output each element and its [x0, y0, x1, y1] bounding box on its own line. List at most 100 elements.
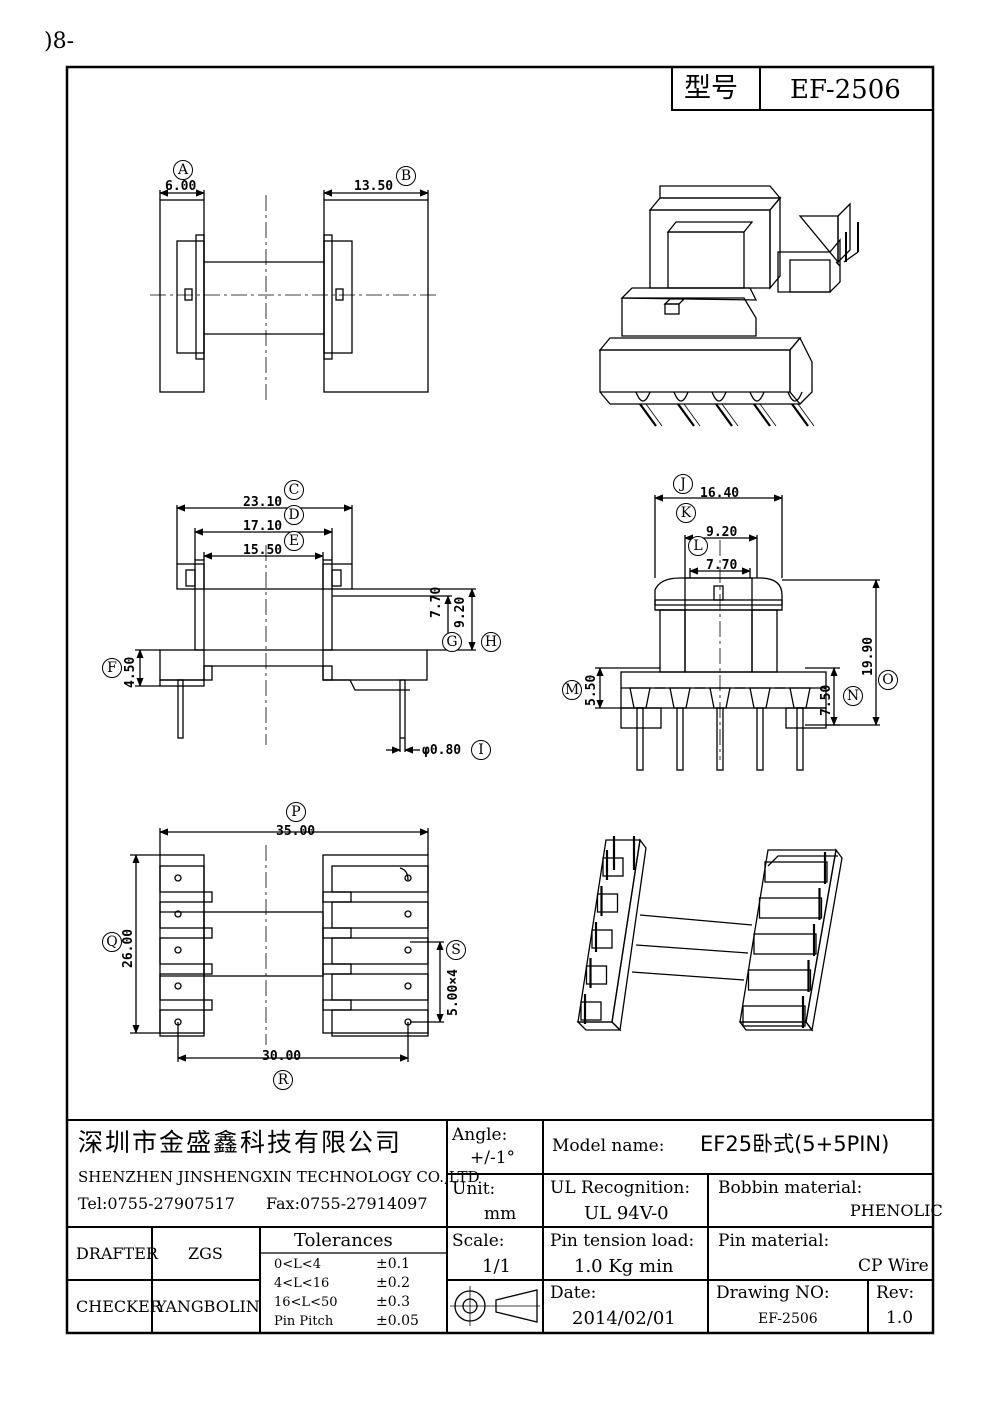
- tolerance-range-1: 4<L<16: [274, 1276, 330, 1291]
- iso2-left-rib-1: [596, 893, 619, 913]
- dim-s: 5.00×4: [446, 969, 461, 1016]
- iso-pin-3: [753, 403, 771, 427]
- view-front-right: [595, 494, 880, 771]
- dim-p: 35.00: [276, 824, 316, 839]
- plan-left-gap-1: [203, 927, 213, 939]
- plan-left-rib-1: [159, 901, 205, 929]
- plan-left-rib-4: [159, 1009, 205, 1037]
- model-label: Model name:: [552, 1136, 665, 1156]
- pin-tension-value: 1.0 Kg min: [574, 1256, 674, 1277]
- iso2-left-rib-4: [580, 1001, 602, 1021]
- iso-pin-bump-1: [673, 391, 689, 402]
- tolerances-title: Tolerances: [294, 1230, 393, 1251]
- title-block-grid: [67, 1119, 933, 1333]
- rev-label: Rev:: [876, 1283, 915, 1303]
- dim-k: 9.20: [706, 525, 738, 540]
- drafter-label: DRAFTER: [76, 1244, 158, 1263]
- model-value: EF25卧式(5+5PIN): [700, 1132, 890, 1156]
- header-type-value: EF-2506: [790, 75, 901, 105]
- dim-b: 13.50: [354, 179, 394, 194]
- plan-right-rib-0: [331, 865, 429, 893]
- front-slot-3: [749, 687, 771, 709]
- dim-f: 4.50: [123, 656, 138, 688]
- front-pin-4: [796, 707, 804, 771]
- checker-label: CHECKER: [76, 1297, 162, 1316]
- tolerance-value-3: ±0.05: [376, 1313, 419, 1329]
- dim-c: 23.10: [243, 495, 283, 510]
- bobbin-value: PHENOLIC: [850, 1201, 943, 1220]
- iso2-right-rib-3: [747, 969, 812, 991]
- plan-right-gap-2: [322, 963, 352, 975]
- dim-r: 30.00: [262, 1049, 302, 1064]
- plan-right-hole-1: [404, 910, 412, 918]
- iso-pin-bump-3: [749, 391, 765, 402]
- plan-right-gap-1: [322, 927, 352, 939]
- checker-value: YANGBOLIN: [156, 1297, 260, 1316]
- iso2-right-rib-1: [758, 897, 823, 919]
- callout-p: P: [286, 802, 306, 822]
- callout-c: C: [284, 480, 304, 500]
- plan-left-rib-3: [159, 973, 205, 1001]
- callout-o: O: [878, 670, 898, 690]
- plan-left-hole-0: [174, 874, 182, 882]
- plan-left-rib-0: [159, 865, 205, 893]
- iso-pin-0: [639, 403, 657, 427]
- front-slot-2: [709, 687, 731, 709]
- plan-left-gap-3: [203, 999, 213, 1011]
- tolerance-value-1: ±0.2: [376, 1275, 410, 1291]
- view-side-left: [135, 504, 476, 754]
- drafter-value: ZGS: [188, 1244, 223, 1263]
- callout-f: F: [102, 658, 122, 678]
- iso-pin-edge-2: [721, 403, 739, 427]
- dim-m: 5.50: [584, 674, 599, 706]
- dim-i: φ0.80: [422, 743, 462, 758]
- company-name-cn: 深圳市金盛鑫科技有限公司: [78, 1128, 403, 1157]
- plan-right-hole-3: [404, 982, 412, 990]
- callout-k: K: [676, 503, 696, 523]
- callout-e: E: [284, 531, 304, 551]
- callout-a: A: [173, 160, 193, 180]
- pin-material-label: Pin material:: [718, 1231, 830, 1251]
- plan-left-hole-3: [174, 982, 182, 990]
- iso-pin-edge-3: [759, 403, 777, 427]
- company-fax: Fax:0755-27914097: [266, 1194, 428, 1213]
- unit-label: Unit:: [452, 1179, 496, 1199]
- date-label: Date:: [550, 1283, 597, 1303]
- plan-right-rib-1: [331, 901, 429, 929]
- callout-m: M: [562, 680, 582, 700]
- scale-value: 1/1: [482, 1256, 511, 1277]
- company-name-en: SHENZHEN JINSHENGXIN TECHNOLOGY CO.,LTD: [78, 1168, 480, 1186]
- plan-right-gap-0: [322, 891, 352, 903]
- dim-q: 26.00: [121, 928, 136, 968]
- drawing-no-label: Drawing NO:: [716, 1283, 830, 1303]
- dim-h: 9.20: [453, 596, 468, 628]
- iso2-right-rib-2: [753, 933, 817, 955]
- front-pin-0: [636, 707, 644, 771]
- iso-pin-edge-4: [797, 403, 815, 427]
- tolerance-range-2: 16<L<50: [274, 1295, 338, 1310]
- plan-right-rib-3: [331, 973, 429, 1001]
- unit-value: mm: [484, 1204, 517, 1224]
- iso2-left-rib-2: [591, 929, 613, 949]
- date-value: 2014/02/01: [572, 1308, 676, 1329]
- iso-pin-bump-2: [711, 391, 727, 402]
- bobbin-label: Bobbin material:: [718, 1178, 863, 1198]
- ul-label: UL Recognition:: [550, 1178, 691, 1198]
- view-isometric-bottom: [576, 836, 843, 1032]
- plan-left-hole-1: [174, 910, 182, 918]
- company-tel: Tel:0755-27907517: [78, 1194, 235, 1213]
- front-slot-4: [789, 687, 811, 709]
- iso2-right-rib-4: [742, 1005, 806, 1027]
- angle-label: Angle:: [452, 1125, 508, 1145]
- plan-right-hole-2: [404, 946, 412, 954]
- iso-pin-bump-4: [787, 391, 803, 402]
- callout-r: R: [273, 1070, 293, 1090]
- front-slot-1: [669, 687, 691, 709]
- iso-pin-2: [715, 403, 733, 427]
- plan-right-gap-3: [322, 999, 352, 1011]
- view-top-left: [150, 189, 440, 400]
- iso-pin-edge-0: [645, 403, 663, 427]
- front-pin-1: [676, 707, 684, 771]
- plan-right-rib-2: [331, 937, 429, 965]
- plan-left-hole-2: [174, 946, 182, 954]
